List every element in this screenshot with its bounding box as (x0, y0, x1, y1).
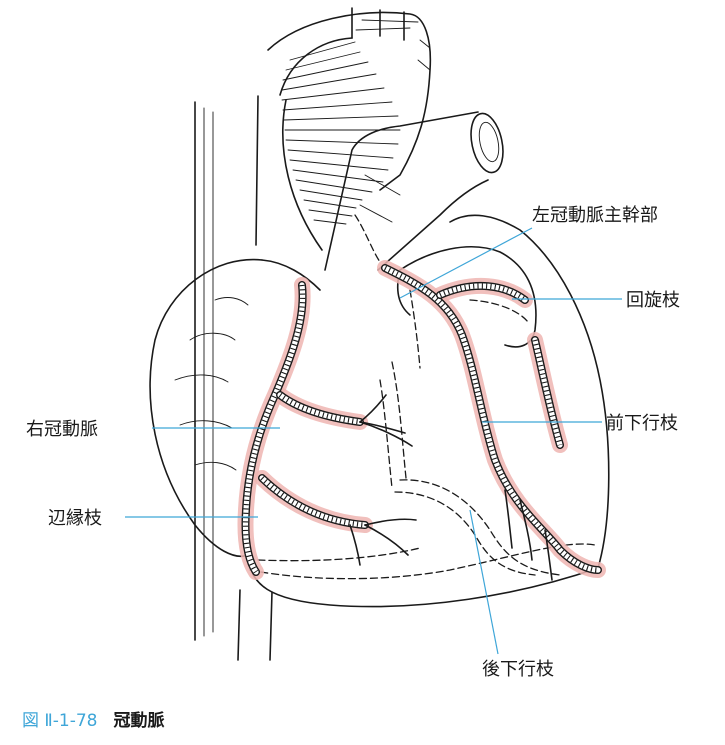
label-rca: 右冠動脈 (26, 419, 98, 440)
labels: 左冠動脈主幹部 回旋枝 右冠動脈 前下行枝 辺縁枝 後下行枝 (26, 205, 680, 680)
label-lad: 前下行枝 (606, 413, 678, 434)
label-pda: 後下行枝 (482, 659, 554, 680)
aortic-rings (281, 19, 431, 225)
label-marginal: 辺縁枝 (48, 508, 102, 529)
leader-pda (469, 509, 499, 655)
figure-number: 図 Ⅱ-1-78 (22, 711, 98, 731)
label-circumflex: 回旋枝 (626, 290, 680, 311)
right-coronary-artery (241, 281, 413, 576)
vena-cava (194, 95, 273, 661)
figure-title: 冠動脈 (113, 711, 165, 731)
left-anterior-descending (381, 264, 602, 581)
leader-lines (125, 227, 622, 655)
label-lca-trunk: 左冠動脈主幹部 (532, 205, 658, 226)
leader-lca-trunk (399, 227, 533, 299)
marginal-branch (258, 474, 417, 566)
circumflex-branch (436, 281, 564, 449)
aortic-arch (267, 7, 432, 251)
coronary-arteries (241, 264, 602, 581)
right-atrium (149, 258, 321, 557)
figure-caption: 図 Ⅱ-1-78 冠動脈 (22, 706, 165, 731)
pulmonary-trunk (324, 111, 504, 271)
